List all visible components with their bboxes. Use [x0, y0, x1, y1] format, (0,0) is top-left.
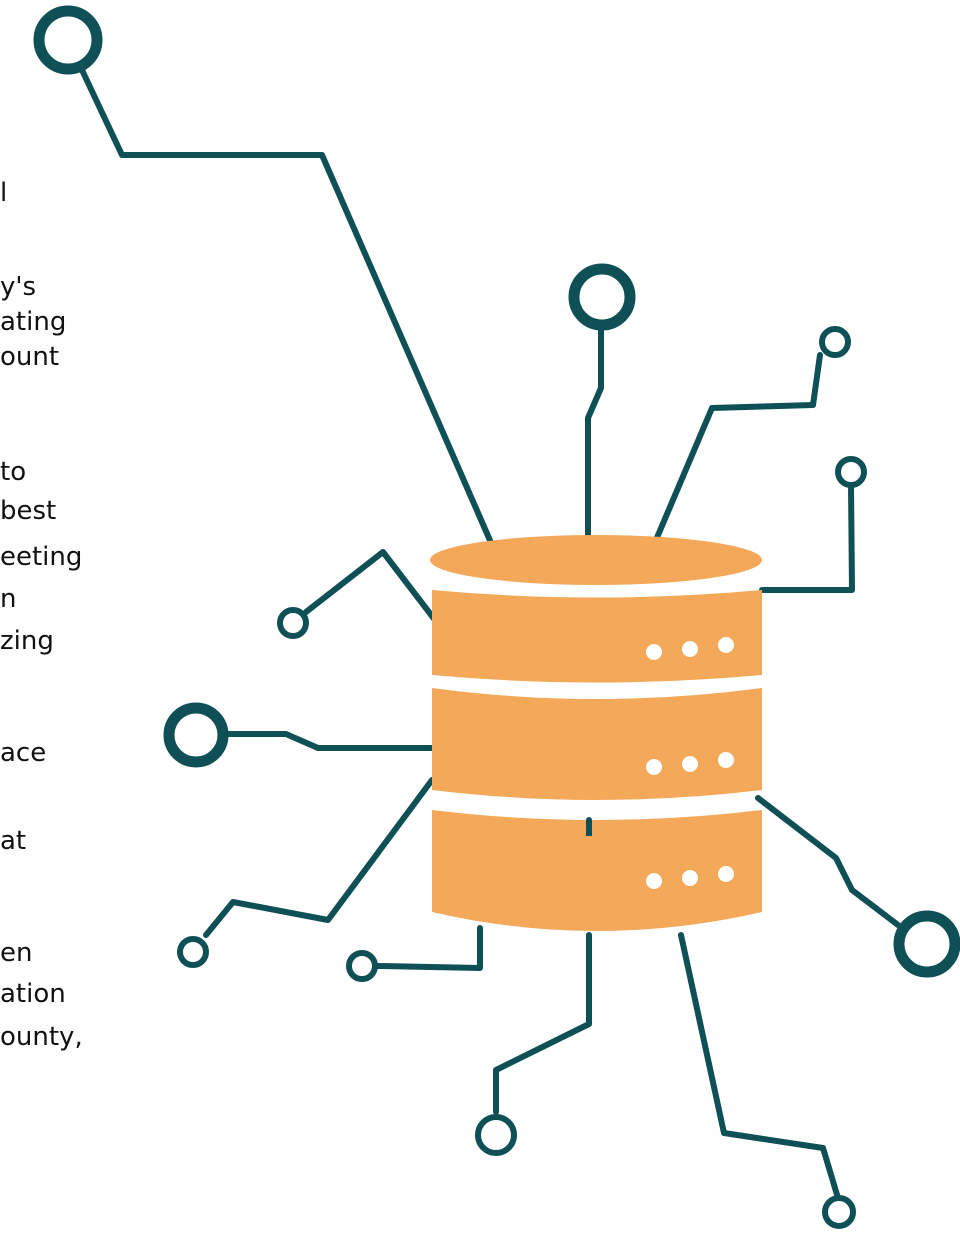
- text-fragment: ating: [0, 307, 67, 337]
- text-fragment: at: [0, 826, 27, 856]
- cylinder-band: [432, 688, 762, 800]
- text-fragment: n: [0, 584, 17, 614]
- node-circle-small: [475, 1114, 517, 1156]
- connector-line: [755, 795, 901, 928]
- indicator-dot: [682, 641, 698, 657]
- indicator-dot: [682, 870, 698, 886]
- text-fragment: best: [0, 496, 57, 526]
- text-fragment: ace: [0, 738, 47, 768]
- cylinder-band: [432, 590, 762, 683]
- indicator-dot: [682, 756, 698, 772]
- node-circle-large: [893, 910, 960, 978]
- connector-line: [653, 352, 823, 543]
- node-circle-large: [568, 263, 636, 331]
- connector-line: [493, 932, 592, 1115]
- node-circles: [33, 5, 960, 1229]
- connector-line: [585, 327, 604, 548]
- text-fragment: y's: [0, 272, 37, 302]
- node-circle-large: [33, 5, 103, 75]
- cylinder-band: [432, 810, 762, 931]
- text-fragment: ounty,: [0, 1022, 83, 1052]
- indicator-dot: [646, 759, 662, 775]
- connector-lines: [79, 67, 901, 1201]
- indicator-dot: [718, 866, 734, 882]
- connector-line: [375, 925, 483, 971]
- indicator-dot: [718, 752, 734, 768]
- connector-line: [759, 482, 855, 593]
- database-cylinder: [430, 535, 762, 931]
- indicator-dot: [646, 873, 662, 889]
- text-fragment: ount: [0, 342, 60, 372]
- node-circle-small: [277, 607, 309, 639]
- text-fragment: l: [0, 178, 8, 208]
- indicator-dot: [718, 637, 734, 653]
- node-circle-small: [822, 1195, 856, 1229]
- connector-line: [225, 731, 438, 751]
- node-circle-large: [163, 702, 229, 768]
- connector-line: [678, 932, 841, 1201]
- node-circle-small: [835, 456, 867, 488]
- text-fragment: en: [0, 938, 33, 968]
- indicator-dots: [646, 637, 734, 889]
- connector-line: [79, 67, 495, 548]
- node-circle-small: [346, 950, 378, 982]
- cylinder-top: [430, 535, 762, 585]
- text-fragment: zing: [0, 626, 54, 656]
- indicator-dot: [646, 644, 662, 660]
- node-circle-small: [819, 326, 851, 358]
- text-fragment: ation: [0, 979, 66, 1009]
- connector-line: [203, 777, 435, 938]
- text-fragment: eeting: [0, 542, 83, 572]
- connector-line: [303, 549, 438, 623]
- cropped-text-column: l y's ating ount to best eeting n zing a…: [0, 0, 160, 1236]
- text-fragment: to: [0, 457, 27, 487]
- node-circle-small: [177, 936, 209, 968]
